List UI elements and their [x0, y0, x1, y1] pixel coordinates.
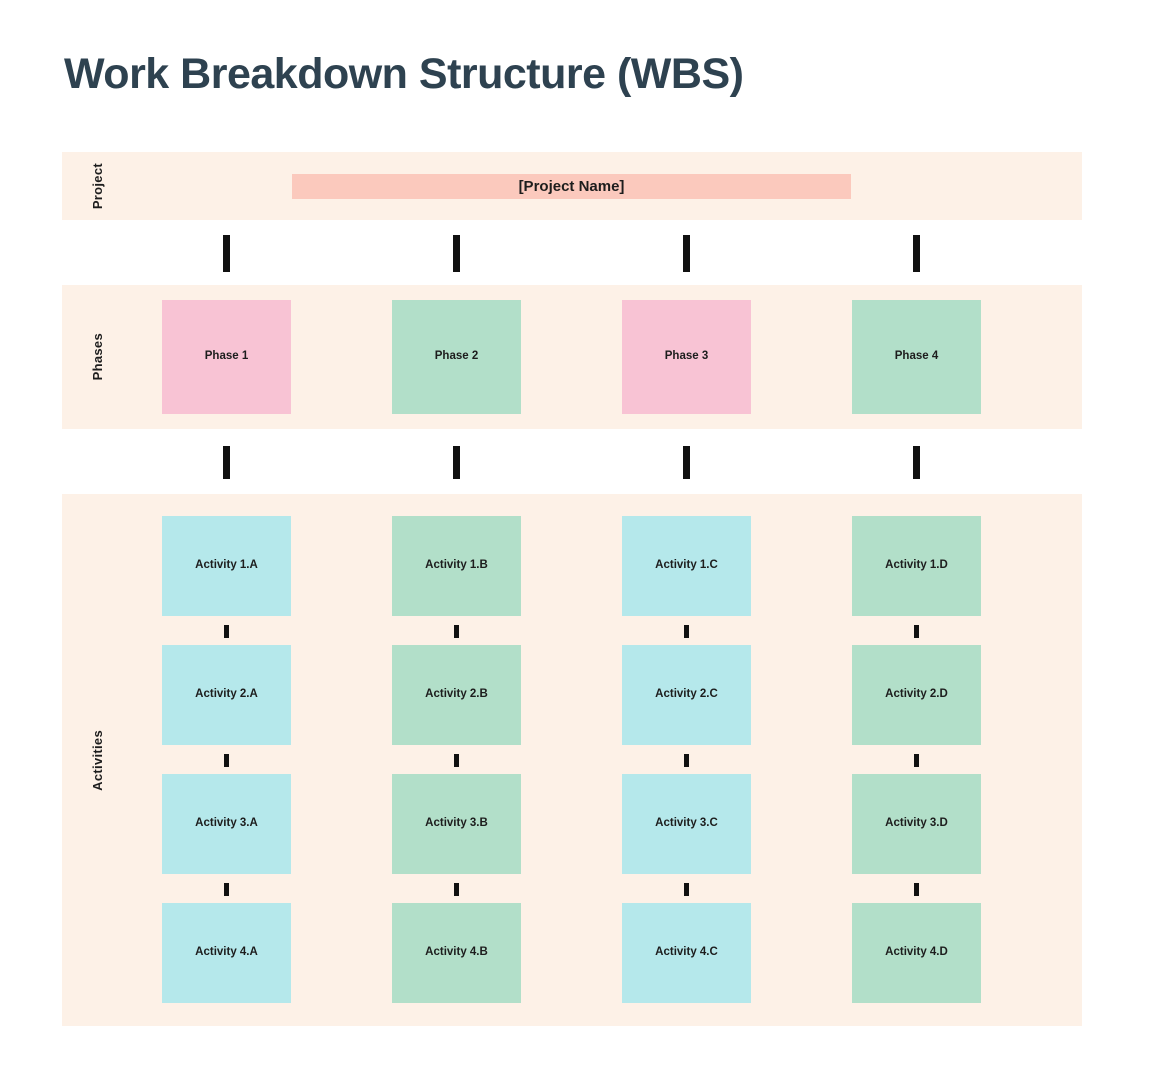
connector-activity-1d-2d — [914, 625, 919, 638]
connector-project-to-phase-1 — [223, 235, 230, 272]
phase-label-1: Phase 1 — [204, 350, 249, 363]
activity-label-2d: Activity 2.D — [885, 688, 948, 701]
activity-label-3c: Activity 3.C — [655, 817, 718, 830]
phase-label-4: Phase 4 — [894, 350, 939, 363]
connector-activity-3c-4c — [684, 883, 689, 896]
connector-activity-2b-3b — [454, 754, 459, 767]
activity-box-3c[interactable]: Activity 3.C — [622, 774, 751, 874]
activity-box-2b[interactable]: Activity 2.B — [392, 645, 521, 745]
phases-band-label-text: Phases — [89, 333, 105, 381]
activity-box-1b[interactable]: Activity 1.B — [392, 516, 521, 616]
activity-label-1d: Activity 1.D — [885, 559, 948, 572]
phase-box-1[interactable]: Phase 1 — [162, 300, 291, 414]
activity-box-4b[interactable]: Activity 4.B — [392, 903, 521, 1003]
phase-box-2[interactable]: Phase 2 — [392, 300, 521, 414]
activity-label-1b: Activity 1.B — [425, 559, 488, 572]
project-band-label-text: Project — [89, 162, 105, 210]
activity-label-4a: Activity 4.A — [195, 946, 258, 959]
project-name-box[interactable]: [Project Name] — [292, 174, 851, 199]
activity-box-2c[interactable]: Activity 2.C — [622, 645, 751, 745]
activity-box-1d[interactable]: Activity 1.D — [852, 516, 981, 616]
connector-activity-2a-3a — [224, 754, 229, 767]
connector-project-to-phase-3 — [683, 235, 690, 272]
connector-phase-3-to-activities — [683, 446, 690, 479]
activities-band-label: Activities — [62, 494, 132, 1026]
connector-phase-1-to-activities — [223, 446, 230, 479]
connector-activity-1a-2a — [224, 625, 229, 638]
phase-label-2: Phase 2 — [434, 350, 479, 363]
activity-label-3a: Activity 3.A — [195, 817, 258, 830]
activity-box-3d[interactable]: Activity 3.D — [852, 774, 981, 874]
activity-box-1a[interactable]: Activity 1.A — [162, 516, 291, 616]
activity-box-4d[interactable]: Activity 4.D — [852, 903, 981, 1003]
activity-box-2d[interactable]: Activity 2.D — [852, 645, 981, 745]
project-name-text: [Project Name] — [518, 178, 625, 195]
connector-activity-3a-4a — [224, 883, 229, 896]
activity-label-1a: Activity 1.A — [195, 559, 258, 572]
connector-activity-1b-2b — [454, 625, 459, 638]
activity-label-4d: Activity 4.D — [885, 946, 948, 959]
activity-box-4a[interactable]: Activity 4.A — [162, 903, 291, 1003]
activity-box-4c[interactable]: Activity 4.C — [622, 903, 751, 1003]
phase-label-3: Phase 3 — [664, 350, 709, 363]
phase-box-4[interactable]: Phase 4 — [852, 300, 981, 414]
connector-phase-4-to-activities — [913, 446, 920, 479]
activity-box-3b[interactable]: Activity 3.B — [392, 774, 521, 874]
activity-label-3d: Activity 3.D — [885, 817, 948, 830]
activity-box-1c[interactable]: Activity 1.C — [622, 516, 751, 616]
phases-band-label: Phases — [62, 285, 132, 429]
activity-label-4c: Activity 4.C — [655, 946, 718, 959]
activity-label-2b: Activity 2.B — [425, 688, 488, 701]
connector-activity-2c-3c — [684, 754, 689, 767]
activities-band-label-text: Activities — [89, 729, 105, 791]
connector-project-to-phase-4 — [913, 235, 920, 272]
connector-phase-2-to-activities — [453, 446, 460, 479]
connector-activity-1c-2c — [684, 625, 689, 638]
connector-activity-3d-4d — [914, 883, 919, 896]
connector-activity-3b-4b — [454, 883, 459, 896]
activity-label-2a: Activity 2.A — [195, 688, 258, 701]
project-band-label: Project — [62, 152, 132, 220]
activity-label-2c: Activity 2.C — [655, 688, 718, 701]
activity-label-3b: Activity 3.B — [425, 817, 488, 830]
connector-project-to-phase-2 — [453, 235, 460, 272]
activity-label-1c: Activity 1.C — [655, 559, 718, 572]
activity-label-4b: Activity 4.B — [425, 946, 488, 959]
activity-box-2a[interactable]: Activity 2.A — [162, 645, 291, 745]
activity-box-3a[interactable]: Activity 3.A — [162, 774, 291, 874]
connector-activity-2d-3d — [914, 754, 919, 767]
page-title: Work Breakdown Structure (WBS) — [64, 50, 744, 98]
phase-box-3[interactable]: Phase 3 — [622, 300, 751, 414]
